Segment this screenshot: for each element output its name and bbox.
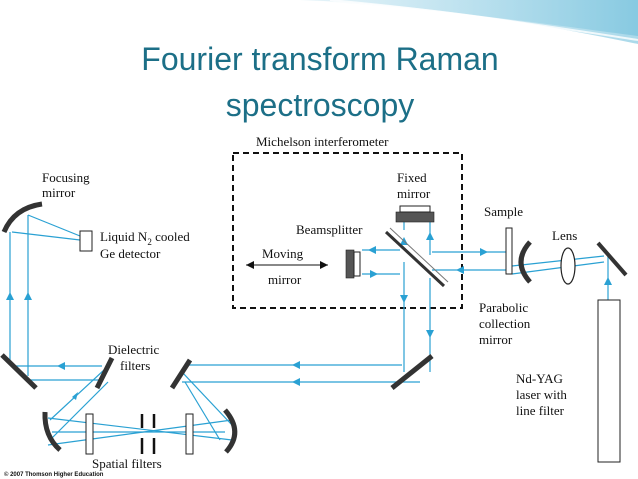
slide-title: Fourier transform Raman spectroscopy [60,36,580,128]
label-moving-mirror-2: mirror [268,272,302,287]
label-parabolic-3: mirror [479,332,513,347]
label-detector-line2: Ge detector [100,246,161,261]
dielectric-filter-right [169,358,193,390]
fixed-mirror-face [399,205,431,213]
focusing-mirror-top [1,201,43,234]
dielectric-filter-left [94,356,115,390]
beam-arrows [6,232,612,400]
label-fixed-mirror-2: mirror [397,186,431,201]
focusing-mirror-bottom-right [223,408,238,454]
slide-title-line-1: Fourier transform Raman [141,41,499,77]
michelson-box [232,152,463,309]
label-spatial-filters: Spatial filters [92,456,162,471]
mirror-lower-right [390,354,434,390]
header-wave-line [329,0,638,41]
label-focusing-mirror-2: mirror [42,185,76,200]
header-wave-front [300,0,638,36]
label-fixed-mirror-1: Fixed [397,170,427,185]
parabolic-collection-mirror [518,240,532,284]
lens [560,247,576,285]
mirror-lower-left [0,353,38,390]
laser-mirror [596,241,628,277]
label-focusing-mirror-1: Focusing [42,170,90,185]
moving-mirror-travel-arrow [246,261,328,269]
copyright-credit: © 2007 Thomson Higher Education [4,471,104,478]
label-laser-2: laser with [516,387,567,402]
label-sample: Sample [484,204,523,219]
ge-detector [79,230,93,252]
beamsplitter [384,230,446,288]
label-dielectric-2: filters [120,358,150,373]
label-parabolic-2: collection [479,316,531,331]
label-laser-1: Nd-YAG [516,371,563,386]
label-moving-mirror-1: Moving [262,246,304,261]
fixed-mirror [395,211,435,223]
slide-title-line-2: spectroscopy [225,87,415,123]
moving-mirror [345,249,355,279]
spatial-filter-plate-2 [185,413,194,455]
moving-mirror-face [353,251,361,277]
label-laser-3: line filter [516,403,565,418]
sample [505,227,513,275]
label-lens: Lens [552,228,577,243]
focusing-mirror-bottom-left [42,411,62,452]
diagram-background [0,130,638,479]
michelson-label: Michelson interferometer [256,134,389,149]
nd-yag-laser [597,299,621,463]
label-beamsplitter: Beamsplitter [296,222,363,237]
spatial-filter-plate-1 [85,413,94,455]
beamsplitter-edge [389,227,449,283]
label-parabolic-1: Parabolic [479,300,528,315]
label-detector-line1: Liquid N2 cooled [100,229,190,247]
label-dielectric-1: Dielectric [108,342,159,357]
